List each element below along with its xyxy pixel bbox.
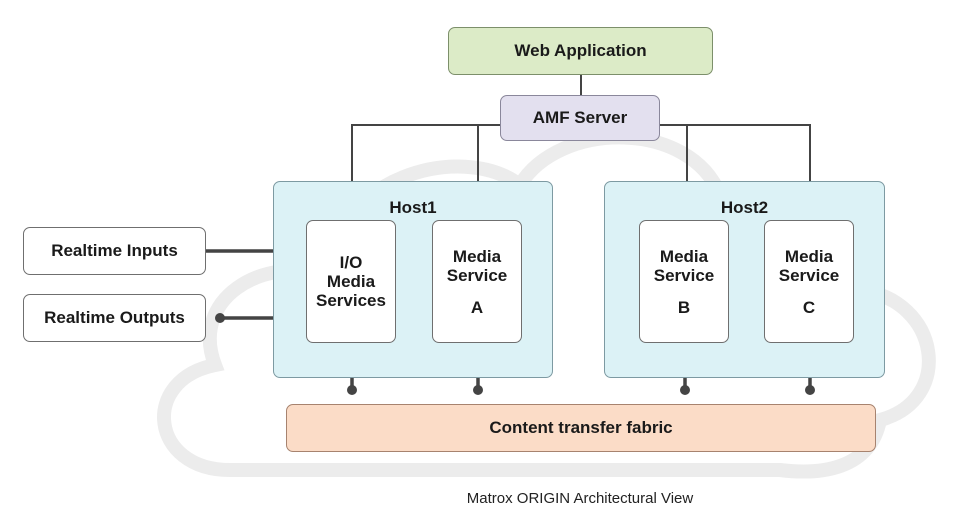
io-media-services-box: I/O Media Services [306, 220, 396, 343]
media-service-b-box: Media Service B [639, 220, 729, 343]
fabric-label: Content transfer fabric [489, 418, 673, 437]
media-service-c-box: Media Service C [764, 220, 854, 343]
realtime-outputs-label: Realtime Outputs [44, 308, 185, 327]
web-application-box: Web Application [448, 27, 713, 75]
realtime-inputs-label: Realtime Inputs [51, 241, 178, 260]
svc-a-line-2: Service [446, 265, 508, 285]
outputs-junction-dot [215, 313, 225, 323]
host1-title: Host1 [389, 198, 437, 217]
svc-b-line-2: Service [653, 265, 715, 285]
svc-c-letter: C [802, 297, 816, 317]
svc-a-letter: A [470, 297, 484, 317]
media-service-a-box: Media Service A [432, 220, 522, 343]
web-application-label: Web Application [514, 41, 647, 60]
amf-server-box: AMF Server [500, 95, 660, 141]
io-line-2: Media [326, 272, 376, 291]
content-transfer-fabric-box: Content transfer fabric [286, 404, 876, 452]
diagram-caption: Matrox ORIGIN Architectural View [466, 490, 694, 507]
io-line-3: Services [316, 291, 386, 310]
svc-b-letter: B [677, 297, 691, 317]
svc-c-line-1: Media [784, 246, 834, 266]
amf-server-label: AMF Server [532, 108, 628, 127]
svc-c-line-2: Service [778, 265, 840, 285]
io-line-1: I/O [339, 253, 363, 272]
svc-a-line-1: Media [452, 246, 502, 266]
host2-title: Host2 [720, 198, 769, 217]
realtime-inputs-box: Realtime Inputs [23, 227, 206, 275]
realtime-outputs-box: Realtime Outputs [23, 294, 206, 342]
svc-b-line-1: Media [659, 246, 709, 266]
